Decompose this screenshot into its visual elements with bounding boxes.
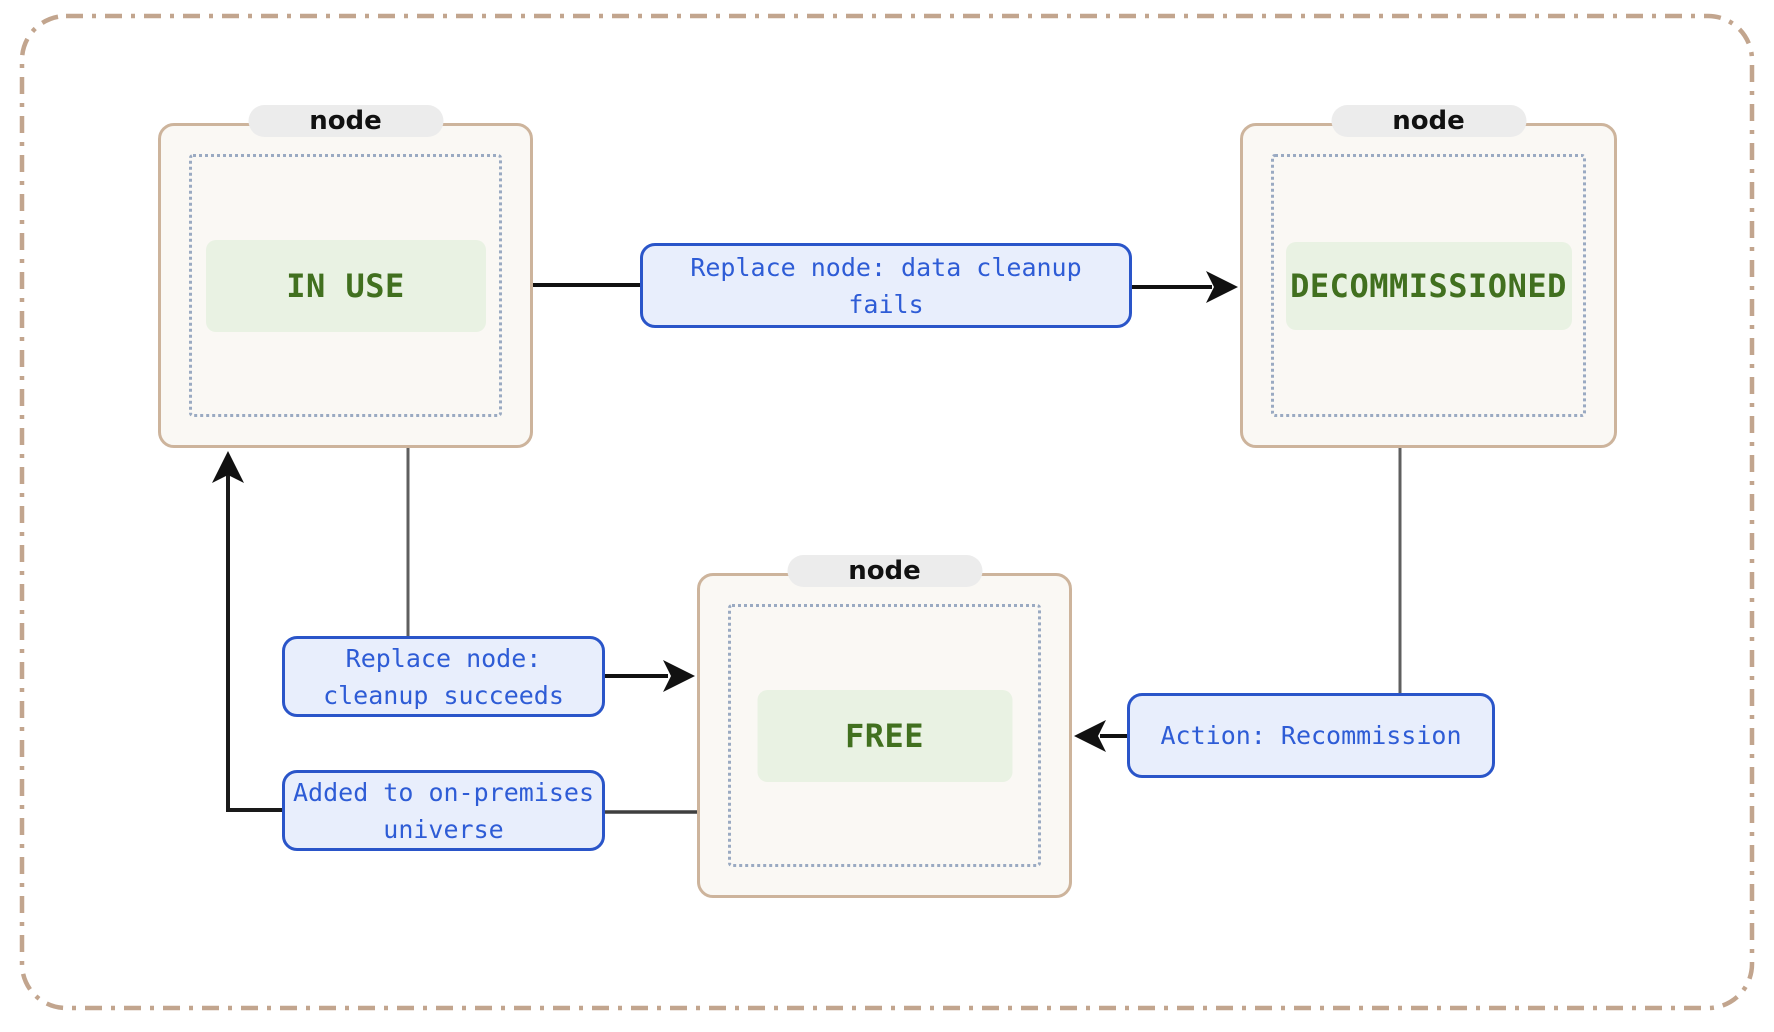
edge-label-line: Action: Recommission bbox=[1160, 721, 1462, 750]
node-type-pill: node bbox=[1331, 105, 1526, 137]
arrowhead-into-inuse-bottom bbox=[212, 451, 244, 483]
node-inner-dotted-region bbox=[1271, 154, 1586, 417]
edge-label-recommission: Action: Recommission bbox=[1127, 693, 1495, 778]
node-inner-dotted-region bbox=[728, 604, 1041, 867]
node-type-label: node bbox=[1392, 106, 1465, 136]
arrowhead-into-free-right bbox=[1074, 720, 1106, 752]
edge-label-line: universe bbox=[383, 814, 504, 844]
edge-label-line: fails bbox=[848, 289, 924, 319]
arrowhead-into-free-left bbox=[663, 660, 695, 692]
state-label-free: FREE bbox=[844, 716, 925, 755]
state-node-in-use: node IN USE bbox=[158, 105, 533, 448]
edge-line-addeduniverse-to-inuse bbox=[226, 470, 282, 812]
edge-label-replace-fails: Replace node: data cleanup fails bbox=[640, 243, 1132, 328]
node-type-label: node bbox=[309, 106, 382, 136]
node-type-pill: node bbox=[787, 555, 982, 587]
edge-label-line: Replace node: data cleanup bbox=[690, 252, 1082, 282]
node-type-pill: node bbox=[248, 105, 443, 137]
node-type-label: node bbox=[848, 556, 921, 586]
state-badge-decommissioned: DECOMMISSIONED bbox=[1285, 241, 1572, 330]
edge-label-replace-succeeds: Replace node: cleanup succeeds bbox=[282, 636, 605, 717]
edge-label-line: Added to on-premises bbox=[292, 777, 595, 807]
edge-label-line: Replace node: bbox=[345, 643, 542, 673]
outer-dashdot-frame bbox=[19, 13, 1755, 1011]
edge-label-added-universe: Added to on-premises universe bbox=[282, 770, 605, 851]
arrowhead-into-decommissioned bbox=[1206, 271, 1238, 303]
state-node-free: node FREE bbox=[697, 555, 1072, 898]
state-badge-in-use: IN USE bbox=[205, 239, 486, 332]
state-label-in-use: IN USE bbox=[286, 266, 405, 305]
state-label-decommissioned: DECOMMISSIONED bbox=[1290, 266, 1567, 305]
state-node-decommissioned: node DECOMMISSIONED bbox=[1240, 105, 1617, 448]
edge-label-line: cleanup succeeds bbox=[323, 680, 564, 710]
state-badge-free: FREE bbox=[757, 689, 1012, 782]
node-inner-dotted-region bbox=[189, 154, 502, 417]
